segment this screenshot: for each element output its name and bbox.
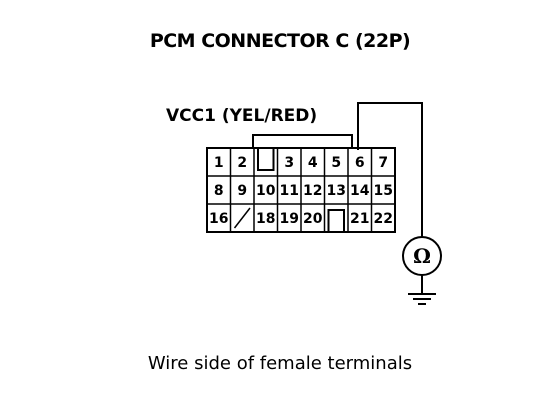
ohm-symbol: Ω [413,244,431,268]
terminal-1: 1 [214,155,224,171]
terminal-4: 4 [308,155,318,171]
terminal-13: 13 [327,183,346,199]
terminal-16: 16 [209,211,228,227]
terminal-5: 5 [331,155,341,171]
terminal-20: 20 [303,211,323,227]
terminal-8: 8 [214,183,224,199]
terminal-21: 21 [350,211,369,227]
top-key-notch [257,148,275,171]
terminal-2: 2 [237,155,247,171]
ground-symbol [408,275,436,305]
probe-wire [357,102,423,237]
terminal-18: 18 [256,211,275,227]
terminal-7: 7 [378,155,388,171]
terminal-6: 6 [355,155,365,171]
bottom-key-notch [327,209,345,232]
terminal-12: 12 [303,183,322,199]
terminal-22: 22 [374,211,393,227]
unused-cavity-slash [233,207,251,229]
terminal-10: 10 [256,183,276,199]
connector-latch [252,134,353,148]
terminal-11: 11 [280,183,299,199]
terminal-3: 3 [284,155,294,171]
terminal-15: 15 [374,183,393,199]
terminal-19: 19 [280,211,299,227]
page-title: PCM CONNECTOR C (22P) [149,30,411,52]
terminal-14: 14 [350,183,370,199]
wire-label: VCC1 (YEL/RED) [166,106,317,126]
terminal-9: 9 [237,183,247,199]
footer-caption: Wire side of female terminals [147,353,413,374]
